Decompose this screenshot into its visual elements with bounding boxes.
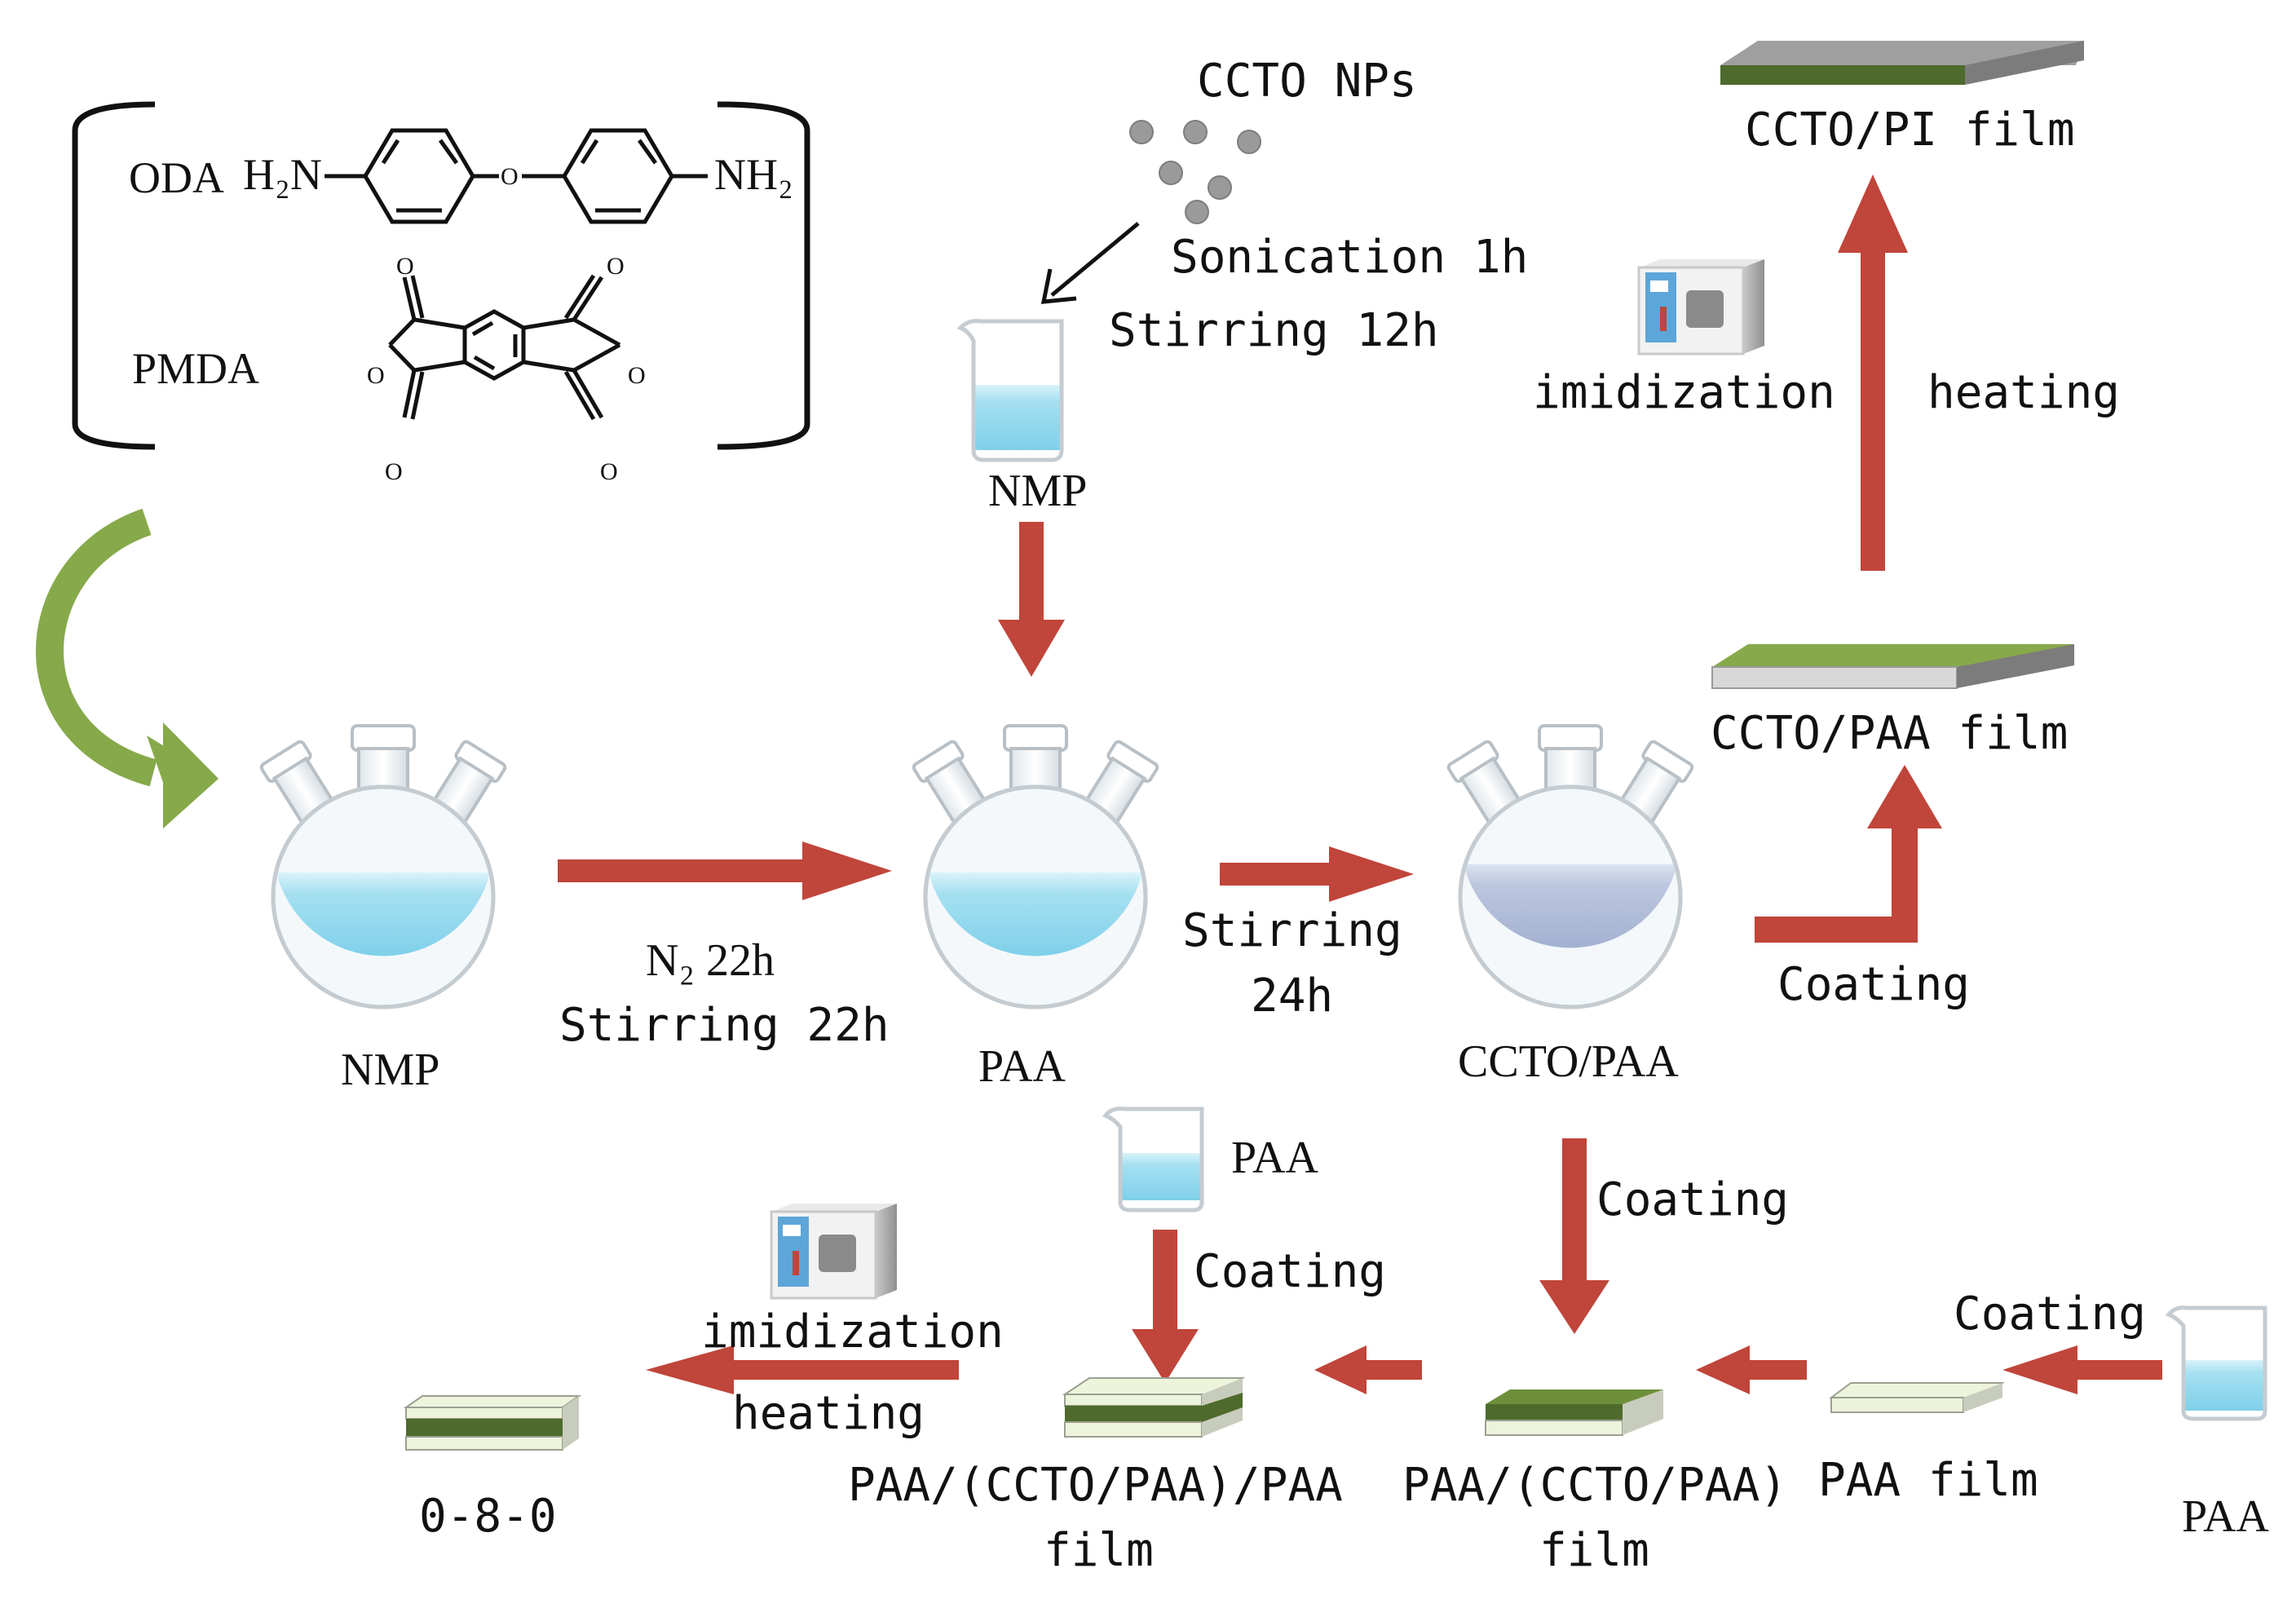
stirring-label: Stirring bbox=[1182, 904, 1402, 957]
oda-structure bbox=[325, 128, 708, 224]
oda-amine-right: NH₂ bbox=[714, 150, 793, 199]
heating-top-label: heating bbox=[1927, 366, 2120, 419]
coating-right-bottom-label: Coating bbox=[1954, 1288, 2146, 1341]
arrow-to-final bbox=[646, 1345, 959, 1394]
arrow-paa-beaker-down bbox=[1132, 1230, 1199, 1383]
paa-right-label: PAA bbox=[2182, 1491, 2269, 1542]
pmda-oxygen-1: O bbox=[396, 253, 414, 280]
coating-right-label: Coating bbox=[1777, 958, 1970, 1011]
sonication-label: Sonication 1h bbox=[1171, 231, 1528, 284]
arrow-ccto-paa-down bbox=[1539, 1138, 1609, 1334]
stirring-22h-label: Stirring 22h bbox=[559, 999, 890, 1052]
ccto-nps-label: CCTO NPs bbox=[1197, 55, 1417, 108]
final-label: 0-8-0 bbox=[419, 1490, 557, 1543]
sandwich-three-label-line2: film bbox=[1044, 1524, 1154, 1577]
coating-center-label: Coating bbox=[1596, 1173, 1789, 1226]
nmp-flask-label: NMP bbox=[341, 1045, 439, 1095]
arrow-nmp-to-paa bbox=[558, 842, 892, 900]
nanoparticle-to-beaker-arrow bbox=[1040, 222, 1140, 304]
oda-ether-oxygen: O bbox=[501, 163, 519, 190]
film-icon bbox=[1720, 41, 2084, 85]
ccto-pi-film-label: CCTO/PI film bbox=[1745, 104, 2075, 157]
24h-label: 24h bbox=[1251, 970, 1333, 1023]
pmda-oxygen-2: O bbox=[607, 253, 625, 280]
stirring-12h-label: Stirring 12h bbox=[1109, 304, 1439, 357]
arrow-paa-film-to-sandwich bbox=[1696, 1345, 1807, 1394]
n2-22h-label: N₂ 22h bbox=[646, 935, 775, 986]
arrow-to-sandwich-three bbox=[1314, 1345, 1422, 1394]
arrow-right-beaker-to-film bbox=[2002, 1345, 2162, 1394]
sandwich-two-label-line1: PAA/(CCTO/PAA) bbox=[1402, 1459, 1787, 1512]
film-icon bbox=[403, 1395, 582, 1451]
paa-flask-label: PAA bbox=[978, 1041, 1066, 1092]
ccto-paa-film-label: CCTO/PAA film bbox=[1711, 707, 2068, 760]
paa-beaker-mid-label: PAA bbox=[1231, 1133, 1318, 1183]
pmda-name: PMDA bbox=[132, 344, 259, 393]
film-icon bbox=[1829, 1382, 2005, 1413]
arrow-coating-elbow bbox=[1755, 765, 1942, 943]
three-neck-flask-icon bbox=[260, 726, 506, 1009]
arrow-beaker-to-paa bbox=[998, 522, 1065, 677]
film-icon bbox=[1485, 1389, 1663, 1436]
pmda-oxygen-4: O bbox=[628, 362, 646, 389]
imidization-top-label: imidization bbox=[1533, 366, 1835, 419]
reactant-bracket-box bbox=[72, 101, 810, 450]
oda-amine-left: H₂N bbox=[243, 150, 322, 199]
film-icon bbox=[1711, 644, 2074, 689]
oven-icon bbox=[1637, 259, 1764, 356]
oda-name: ODA bbox=[129, 153, 224, 202]
paa-film-label: PAA film bbox=[1818, 1454, 2038, 1507]
beaker-icon bbox=[1102, 1107, 1204, 1213]
green-curved-arrow bbox=[36, 508, 219, 828]
pmda-oxygen-5: O bbox=[385, 458, 403, 485]
three-neck-flask-icon bbox=[912, 726, 1159, 1009]
sandwich-three-label-line1: PAA/(CCTO/PAA)/PAA bbox=[848, 1459, 1343, 1512]
beaker-icon bbox=[956, 319, 1064, 462]
pmda-oxygen-3: O bbox=[367, 362, 385, 389]
ccto-paa-label: CCTO/PAA bbox=[1458, 1036, 1679, 1087]
film-icon bbox=[1062, 1377, 1246, 1438]
arrow-heating-up bbox=[1838, 174, 1908, 571]
arrow-paa-to-ccto bbox=[1220, 846, 1414, 902]
pmda-structure bbox=[388, 274, 621, 421]
beaker-icon bbox=[2165, 1305, 2267, 1421]
coating-mid-label: Coating bbox=[1194, 1245, 1386, 1298]
nmp-beaker-label: NMP bbox=[988, 466, 1087, 516]
sandwich-two-label-line2: film bbox=[1539, 1524, 1649, 1577]
heating-bottom-label: heating bbox=[732, 1387, 925, 1440]
imidization-bottom-label: imidization bbox=[701, 1305, 1004, 1358]
oven-icon bbox=[770, 1204, 897, 1300]
pmda-oxygen-6: O bbox=[600, 458, 618, 485]
three-neck-flask-icon bbox=[1447, 726, 1693, 1009]
ccto-nanoparticles bbox=[1129, 120, 1261, 224]
